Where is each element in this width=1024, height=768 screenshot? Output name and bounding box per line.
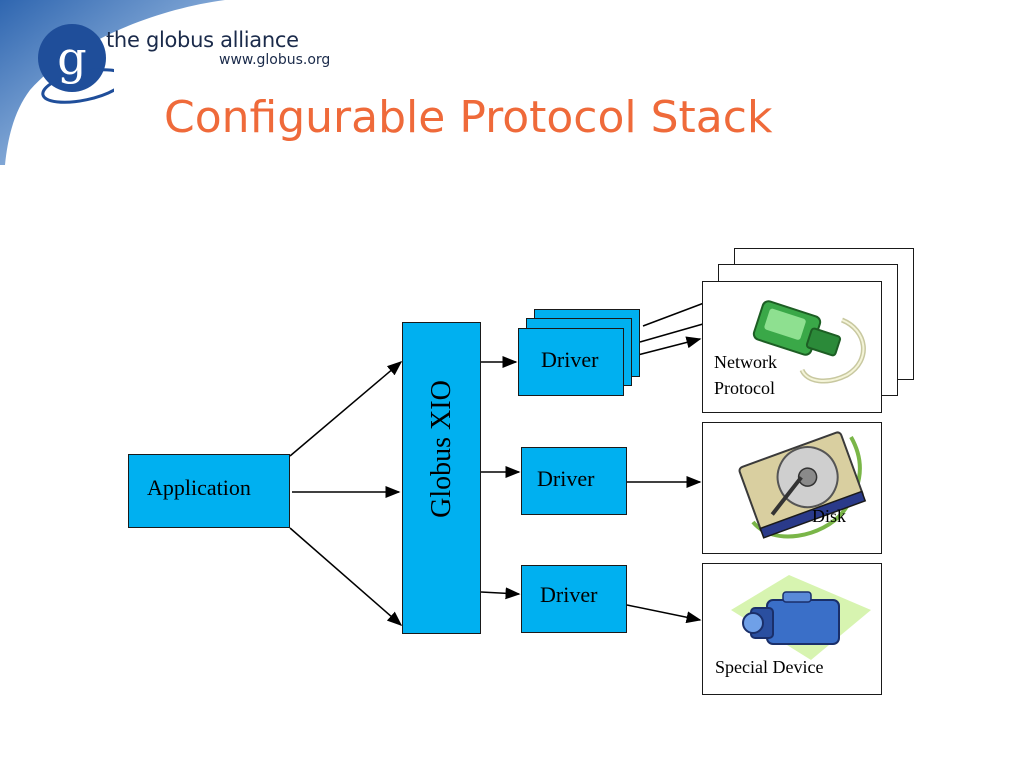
disk-card: Disk	[702, 422, 882, 554]
network-protocol-label-line2: Protocol	[714, 378, 775, 398]
slide-title: Configurable Protocol Stack	[164, 92, 773, 143]
driver-label-bottom: Driver	[540, 582, 598, 607]
network-protocol-label: Network Protocol	[714, 349, 777, 401]
globus-logo-icon: g	[38, 24, 114, 104]
driver-box-top: Driver	[518, 328, 624, 396]
network-protocol-card: Network Protocol	[702, 281, 882, 413]
application-label: Application	[147, 475, 251, 500]
driver-box-bottom: Driver	[521, 565, 627, 633]
globus-xio-box: Globus XIO	[402, 322, 481, 634]
logo-text: the globus alliance	[106, 28, 299, 52]
special-device-label: Special Device	[715, 657, 824, 677]
driver-label-middle: Driver	[537, 466, 595, 491]
globus-xio-label: Globus XIO	[426, 380, 457, 518]
network-plug-icon	[752, 300, 866, 384]
driver-box-middle: Driver	[521, 447, 627, 515]
driver-label-top: Driver	[541, 347, 599, 372]
logo-url: www.globus.org	[219, 52, 331, 68]
application-box: Application	[128, 454, 290, 528]
logo-letter: g	[57, 31, 86, 85]
video-camera-icon	[731, 575, 871, 660]
network-protocol-label-line1: Network	[714, 352, 777, 372]
disk-label: Disk	[812, 506, 847, 526]
hard-disk-icon	[738, 431, 867, 539]
special-device-card: Special Device	[702, 563, 882, 695]
